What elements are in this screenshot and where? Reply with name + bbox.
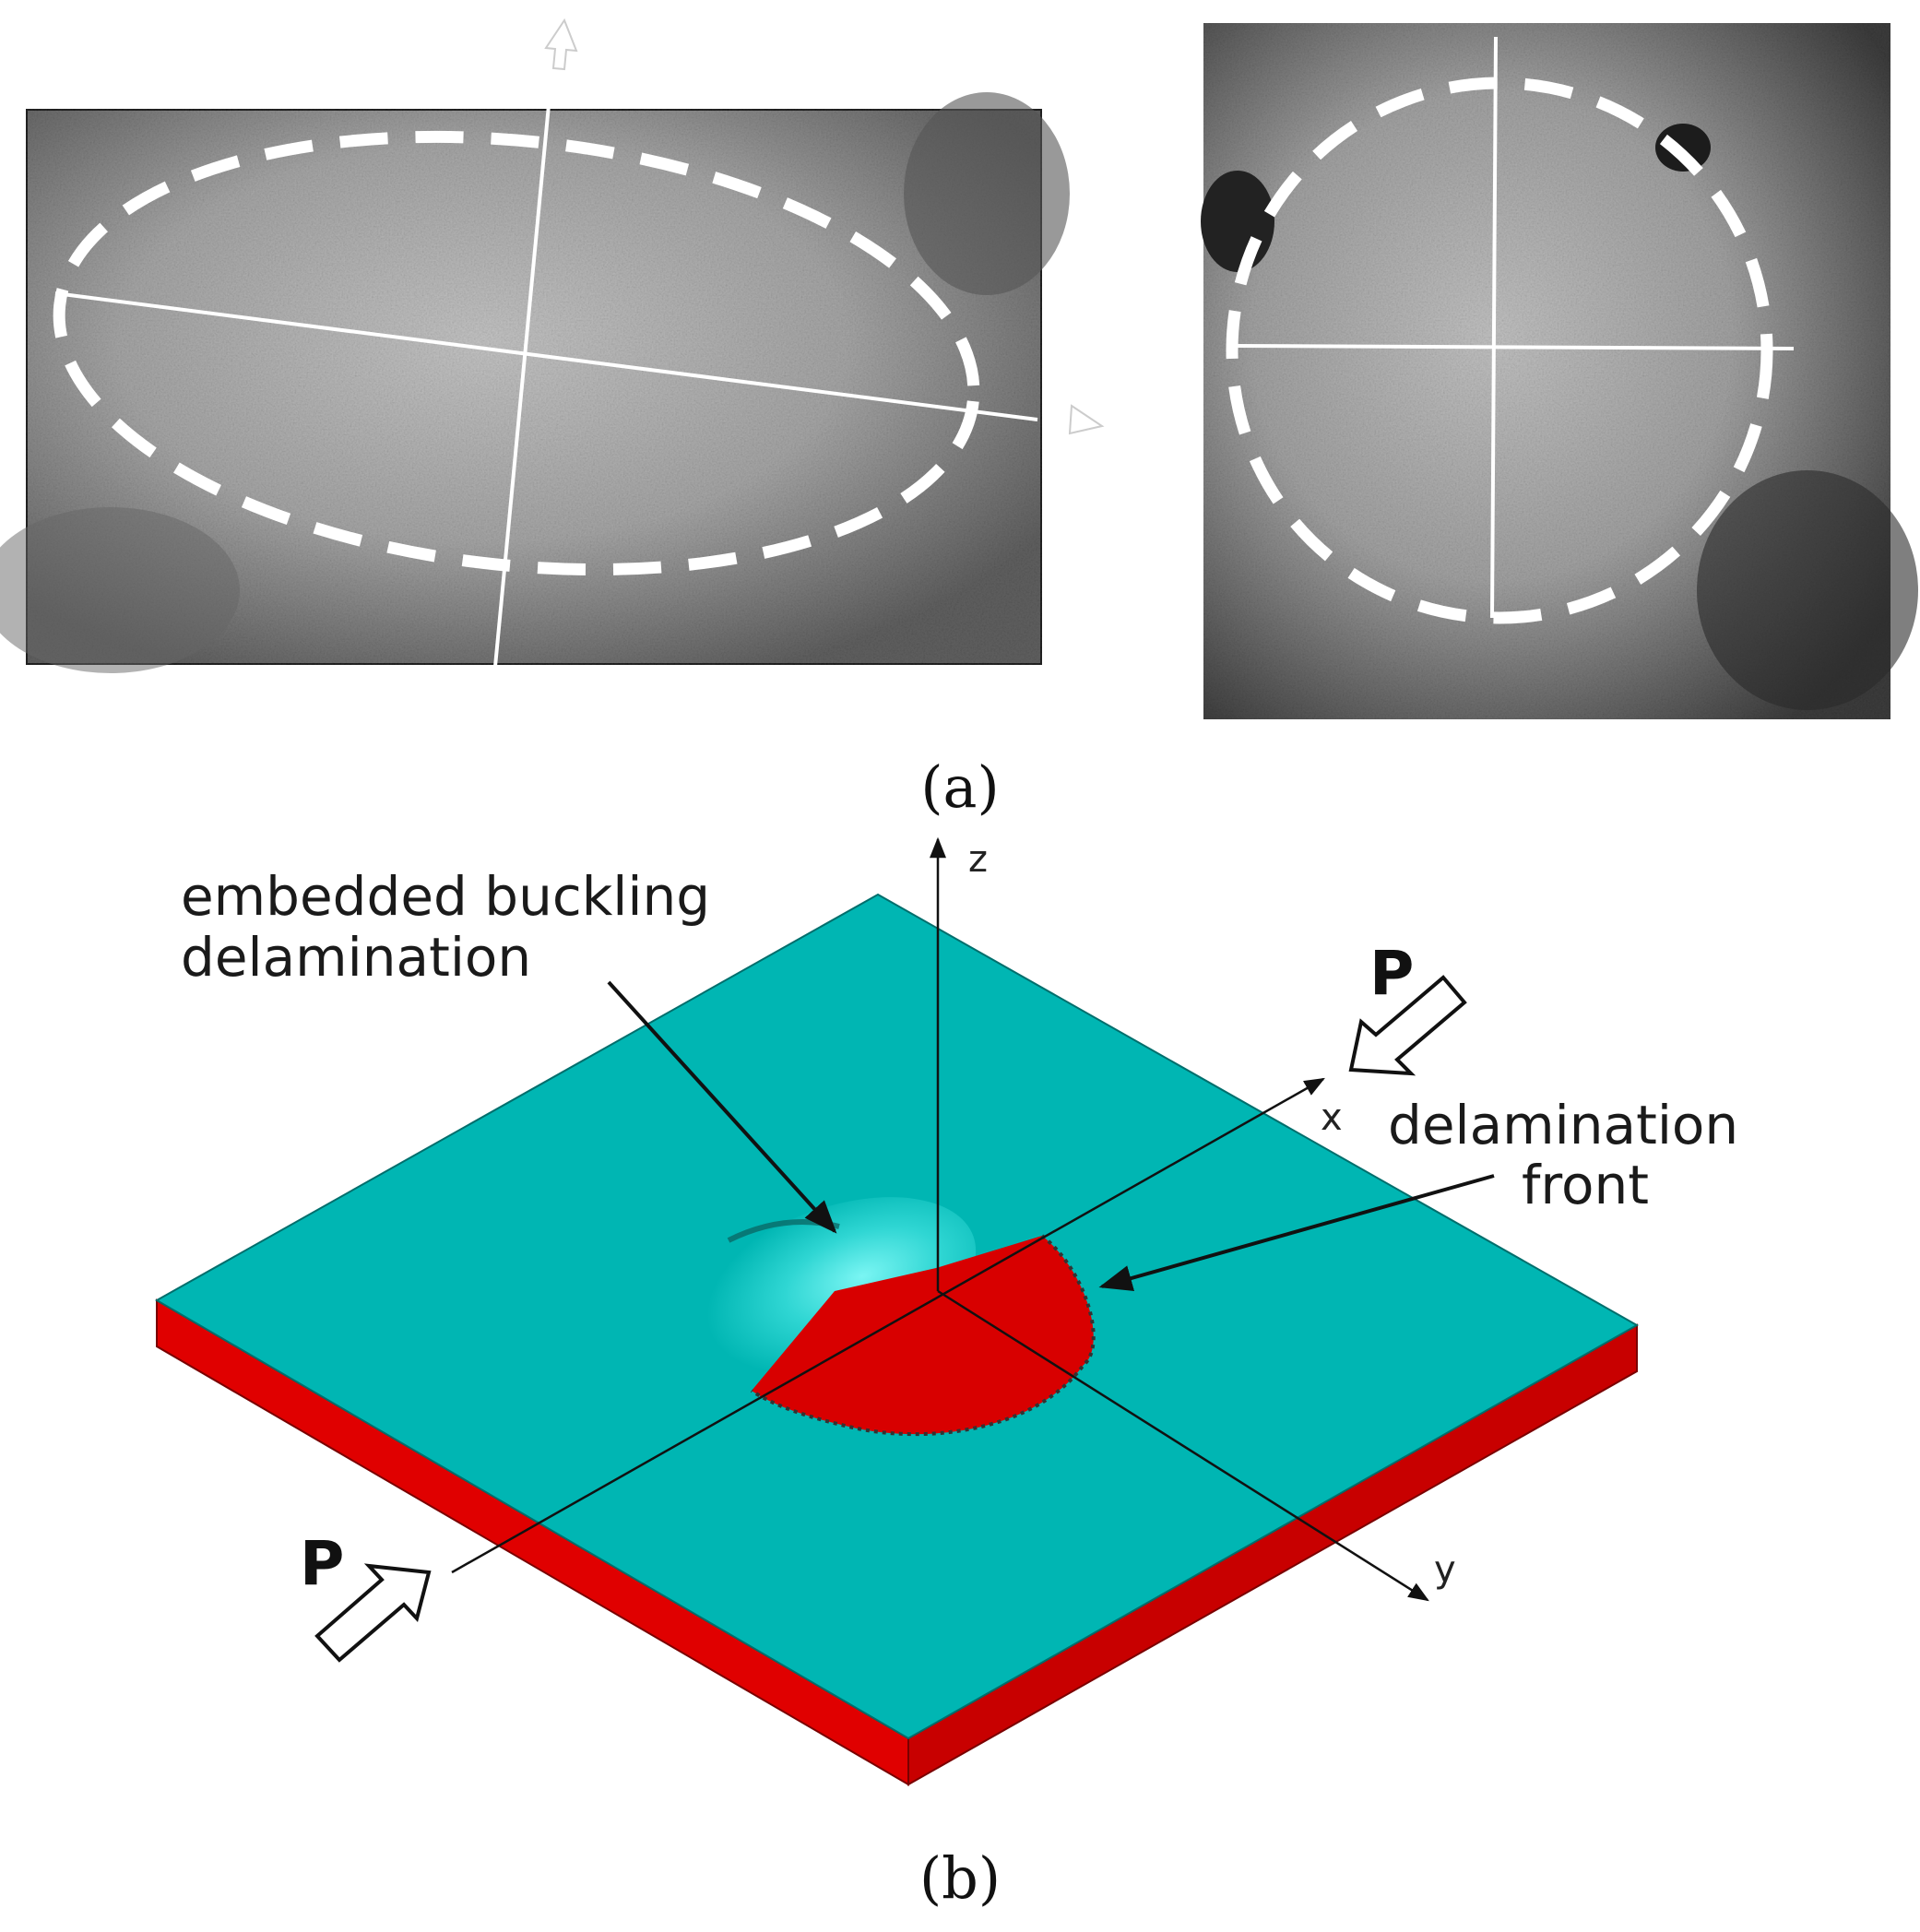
dark-patch: [1697, 470, 1918, 710]
delamination-outline-dashed: [1226, 77, 1773, 624]
callout-front-arrow: [1098, 1174, 1495, 1292]
load-arrow-left-icon: [314, 1563, 432, 1663]
callout-buckling-line1: embedded buckling: [181, 865, 710, 928]
load-arrow-right-icon: [1348, 975, 1467, 1076]
callout-buckling-line2: delamination: [181, 926, 531, 989]
axis-y: [937, 1289, 1429, 1602]
panel-a: (a): [0, 18, 1918, 821]
axis-y-label: y: [1434, 1548, 1456, 1591]
vertical-axis-line: [1490, 36, 1498, 619]
load-label-left: P: [300, 1528, 344, 1599]
load-label-right: P: [1369, 938, 1414, 1009]
dark-patch: [1201, 171, 1274, 272]
axis-arrow-icon: [544, 18, 578, 71]
callout-front-line1: delamination: [1388, 1094, 1738, 1156]
photo-ellipse-delamination: [0, 18, 1105, 716]
axis-z-label: z: [968, 838, 988, 881]
axis-arrow-icon: [1068, 404, 1105, 435]
horizontal-axis-line: [1233, 344, 1795, 350]
callout-buckling-arrow: [607, 980, 837, 1234]
axis-x: [451, 1077, 1325, 1574]
delamination-front-dotted: [750, 1234, 1096, 1437]
dark-patch: [0, 507, 240, 673]
delamination-outline-dashed: [53, 130, 980, 576]
caption-a: (a): [920, 753, 999, 821]
axis-x-label: x: [1321, 1096, 1343, 1139]
delamination-region: [752, 1236, 1094, 1435]
photo-circular-delamination: [1201, 23, 1918, 719]
panel-b: z x y embedded buckling delamination del…: [154, 836, 1738, 1912]
callout-front-line2: front: [1522, 1154, 1649, 1216]
caption-b: (b): [919, 1844, 1001, 1912]
minor-axis-line: [489, 27, 558, 716]
dark-patch: [904, 92, 1070, 295]
major-axis-line: [54, 291, 1038, 421]
dark-patch: [1655, 124, 1711, 172]
